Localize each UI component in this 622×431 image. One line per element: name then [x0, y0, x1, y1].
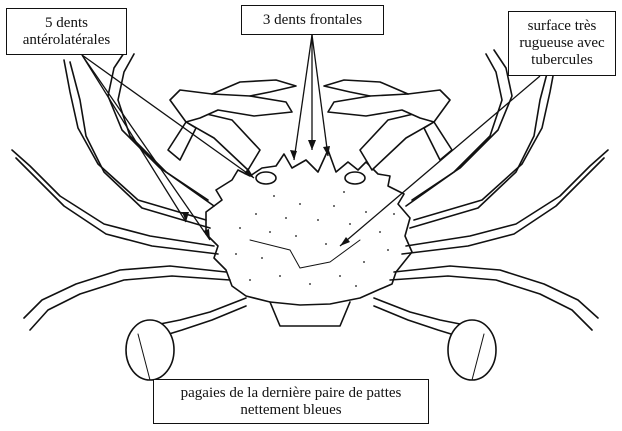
label-paddles-line-1: pagaies de la dernière paire de pattes [154, 385, 428, 402]
right-swimming-paddle [374, 298, 496, 380]
right-claw [324, 80, 452, 170]
right-eye [345, 172, 365, 184]
label-rough-surface: surface très rugueuse avec tubercules [508, 11, 616, 76]
left-swimming-paddle [126, 298, 246, 380]
left-claw [168, 80, 296, 170]
left-eye [256, 172, 276, 184]
label-surface-line-3: tubercules [509, 52, 615, 69]
label-anterolateral-line-1: 5 dents [7, 15, 126, 32]
label-surface-line-1: surface très [509, 18, 615, 35]
leader-anterolateral-3 [82, 55, 210, 240]
label-frontal-text: 3 dents frontales [242, 12, 383, 29]
carapace [206, 150, 412, 305]
label-anterolateral-line-2: antérolatérales [7, 32, 126, 49]
label-anterolateral-teeth: 5 dents antérolatérales [6, 8, 127, 55]
label-surface-line-2: rugueuse avec [509, 35, 615, 52]
label-blue-paddles: pagaies de la dernière paire de pattes n… [153, 379, 429, 424]
label-frontal-teeth: 3 dents frontales [241, 5, 384, 35]
leader-frontal-3 [312, 35, 328, 156]
leader-anterolateral-1 [82, 55, 254, 178]
label-paddles-line-2: nettement bleues [154, 402, 428, 419]
